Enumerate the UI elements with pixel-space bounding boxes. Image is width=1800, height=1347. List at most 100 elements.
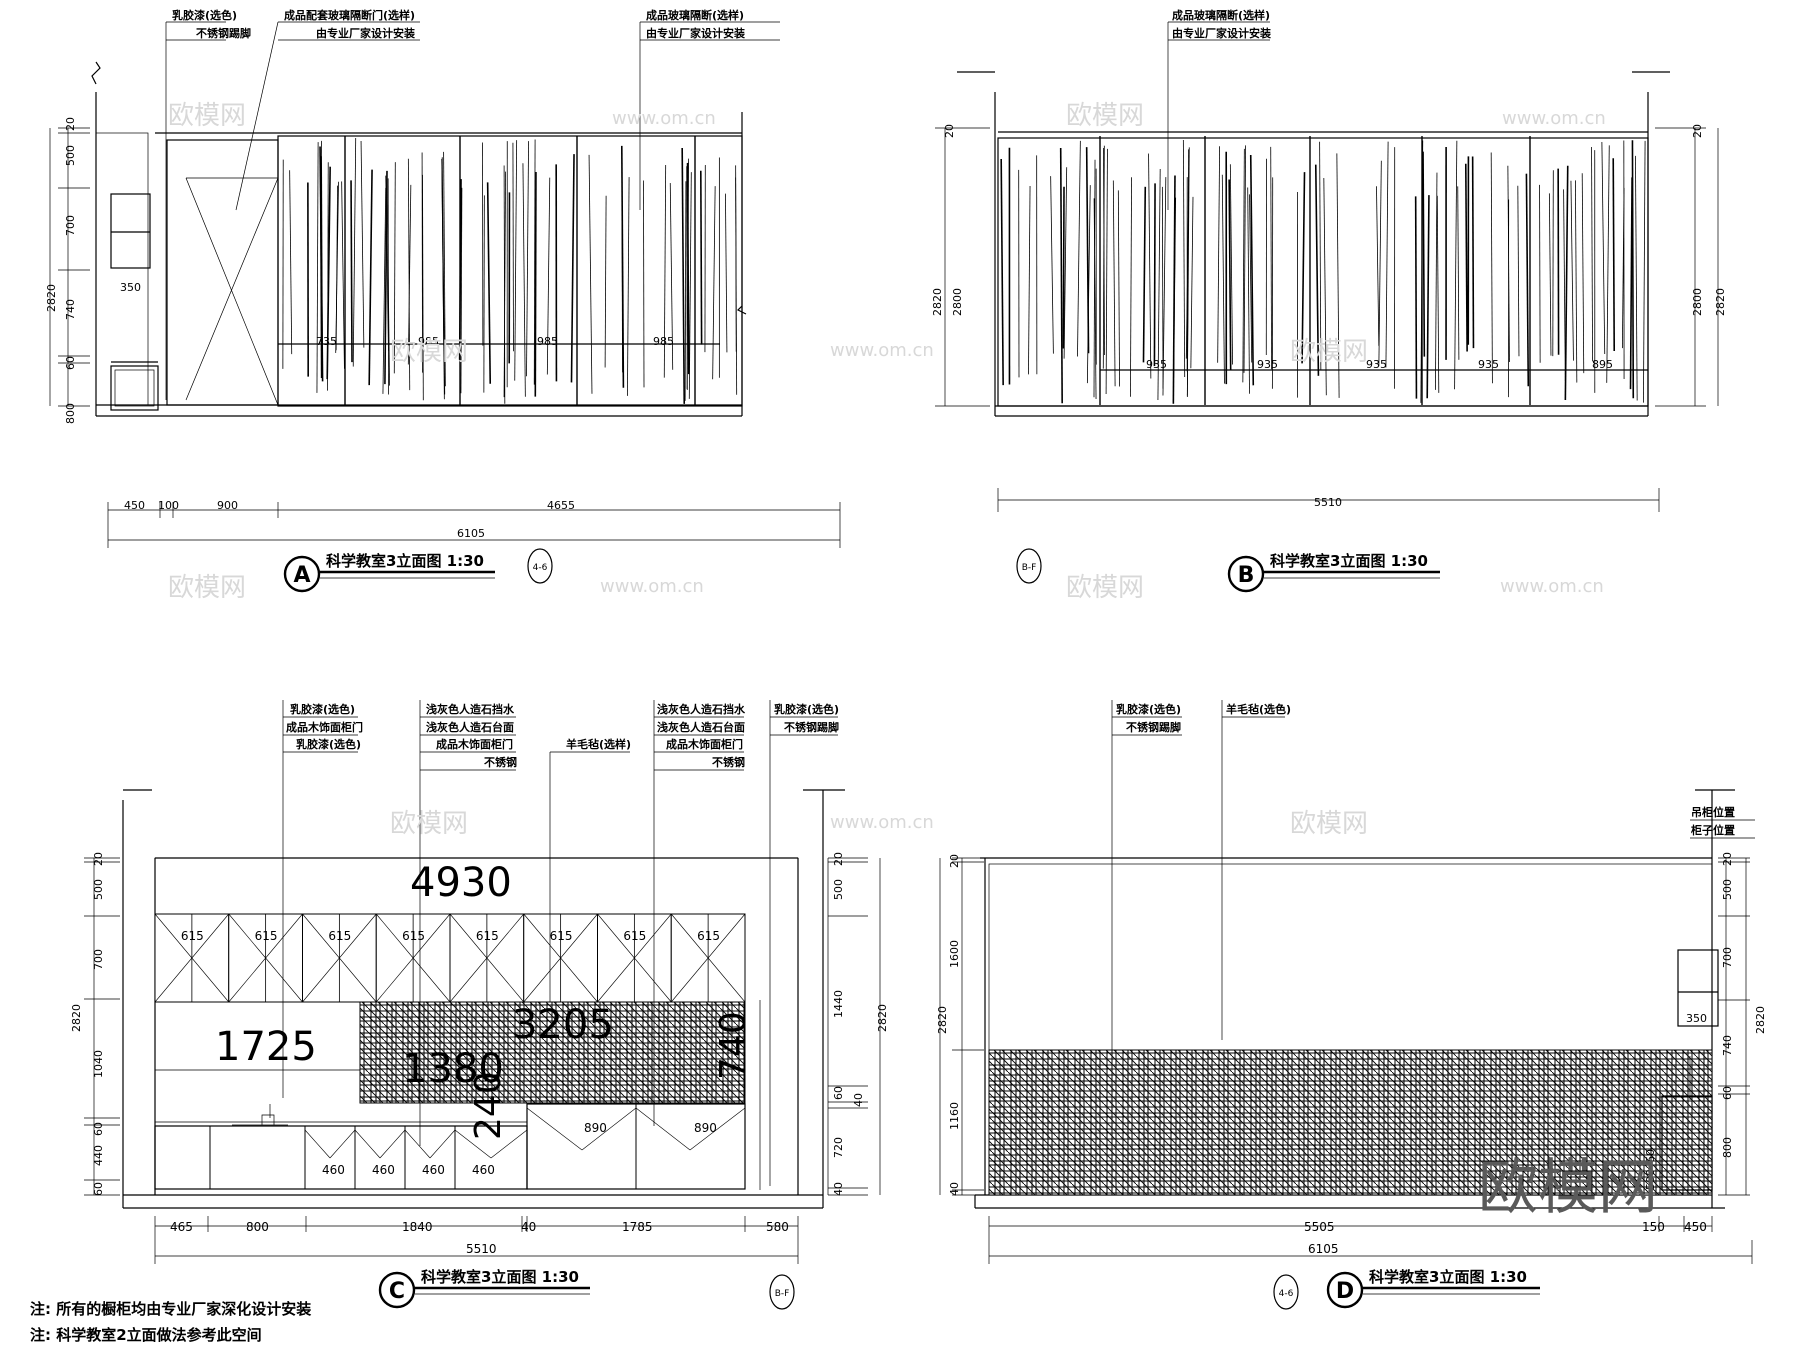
- watermark-brand: 欧模网: [1290, 809, 1368, 839]
- door-swing-mark: [329, 1129, 356, 1159]
- door-swing-mark: [354, 1129, 381, 1159]
- glass-streak: [1517, 185, 1520, 357]
- glass-streak: [1162, 177, 1167, 396]
- glass-streak: [1635, 155, 1638, 401]
- dim-a-735: 735: [316, 335, 337, 348]
- glass-streak: [1378, 160, 1382, 367]
- dim-c-l-total: 2820: [70, 1004, 83, 1032]
- watermark-site: www.om.cn: [1500, 576, 1604, 597]
- door-swing-mark: [191, 913, 229, 959]
- dim-d-60: 60: [1644, 1149, 1657, 1163]
- dim-c-r-720: 720: [832, 1137, 845, 1158]
- dim-d-r-500: 500: [1721, 879, 1734, 900]
- dim-a-4655: 4655: [547, 499, 575, 512]
- dim-b-l-2800: 2800: [951, 288, 964, 316]
- dim-c-1840: 1840: [402, 1220, 433, 1234]
- glass-streak: [1161, 186, 1164, 389]
- callout-a-3: 成品配套玻璃隔断门(选样): [284, 8, 415, 22]
- glass-streak: [1247, 187, 1250, 394]
- dim-c-5510: 5510: [466, 1242, 497, 1256]
- door-swing-mark: [339, 913, 377, 959]
- glass-streak: [1153, 183, 1156, 366]
- glass-streak: [1422, 151, 1426, 357]
- glass-streak: [663, 165, 667, 378]
- dim-b-935-3: 935: [1366, 358, 1387, 371]
- glass-streak: [681, 148, 686, 404]
- dim-b-5510: 5510: [1314, 496, 1342, 509]
- glass-streak: [368, 169, 373, 386]
- door-swing-mark: [597, 957, 635, 1003]
- big-1380: 1380: [402, 1046, 504, 1092]
- watermark-site: www.om.cn: [612, 108, 716, 129]
- dim-b-935-1: 935: [1146, 358, 1167, 371]
- glass-streak: [289, 170, 293, 355]
- watermark-site: www.om.cn: [830, 812, 934, 833]
- door-swing-mark: [228, 957, 266, 1003]
- door-swing-mark: [376, 913, 414, 959]
- callout-c2-4: 不锈钢: [484, 755, 517, 769]
- watermark-brand: 欧模网: [1066, 573, 1144, 603]
- callout-a-2: 不锈钢踢脚: [196, 26, 251, 40]
- dim-a-450: 450: [124, 499, 145, 512]
- watermark-brand: 欧模网: [390, 809, 468, 839]
- dim-c-r-total: 2820: [876, 1004, 889, 1032]
- glass-streak: [503, 165, 506, 404]
- glass-streak: [335, 181, 339, 353]
- glass-streak: [1564, 165, 1569, 400]
- door-swing-mark: [154, 913, 193, 959]
- glass-streak: [604, 195, 607, 368]
- watermark-brand: 欧模网: [390, 337, 468, 367]
- door-swing-mark: [228, 913, 266, 959]
- door-swing-mark: [339, 957, 377, 1003]
- glass-streak: [386, 182, 390, 386]
- glass-streak: [316, 142, 319, 393]
- glass-streak: [1601, 142, 1606, 355]
- dim-c-l-60: 60: [92, 1122, 105, 1136]
- glass-streak: [1490, 152, 1493, 384]
- door-swing-mark: [404, 1129, 431, 1159]
- dim-d-r-700: 700: [1721, 947, 1734, 968]
- callout-c2-1: 浅灰色人造石挡水: [426, 702, 515, 716]
- callout-c5-1: 乳胶漆(选色): [774, 702, 839, 716]
- glass-streak: [352, 138, 357, 367]
- glass-streak: [1471, 156, 1475, 349]
- callout-a-6: 由专业厂家设计安装: [646, 26, 745, 40]
- glass-streak: [1464, 163, 1468, 352]
- upper-cabinet-width: 615: [255, 929, 278, 943]
- door-swing-mark: [671, 913, 709, 959]
- upper-cabinet-width: 615: [476, 929, 499, 943]
- door-swing-mark: [581, 1107, 637, 1151]
- callout-a-5: 成品玻璃隔断(选样): [646, 8, 744, 22]
- glass-streak: [1457, 186, 1460, 360]
- glass-streak: [441, 158, 445, 346]
- glass-streak: [1182, 139, 1186, 377]
- dim-b-895: 895: [1592, 358, 1613, 371]
- glass-streak: [514, 140, 518, 381]
- callout-d-2: 不锈钢踢脚: [1126, 720, 1181, 734]
- glass-streak: [1157, 168, 1161, 401]
- upper-cabinet-width: 615: [181, 929, 204, 943]
- glass-streak: [1173, 197, 1177, 378]
- dim-c-l-20: 20: [92, 852, 105, 866]
- door-swing-mark: [304, 1129, 331, 1159]
- door-swing-mark: [707, 913, 746, 959]
- door-swing-mark: [634, 913, 672, 959]
- dim-c-l-1040: 1040: [92, 1050, 105, 1078]
- callout-c4-1: 浅灰色人造石挡水: [657, 702, 746, 716]
- dim-d-l-40: 40: [948, 1182, 961, 1196]
- elevation-d: 吊柜位置 柜子位置 350 500 60 乳胶漆(选色) 不锈钢踢脚 羊毛毡(选…: [936, 700, 1767, 1310]
- glass-streak: [1426, 195, 1430, 399]
- dim-a-500: 500: [64, 145, 77, 166]
- view-c-letter: C: [389, 1279, 405, 1304]
- dim-d-l-1600: 1600: [948, 940, 961, 968]
- door-swing-mark: [265, 957, 303, 1003]
- door-swing-mark: [449, 913, 488, 959]
- glass-streak: [1436, 195, 1440, 393]
- door-swing-mark: [486, 913, 524, 959]
- glass-streak: [360, 140, 365, 348]
- glass-streak: [422, 174, 424, 401]
- dim-b-935-4: 935: [1478, 358, 1499, 371]
- view-b-title: 科学教室3立面图 1:30: [1270, 552, 1428, 570]
